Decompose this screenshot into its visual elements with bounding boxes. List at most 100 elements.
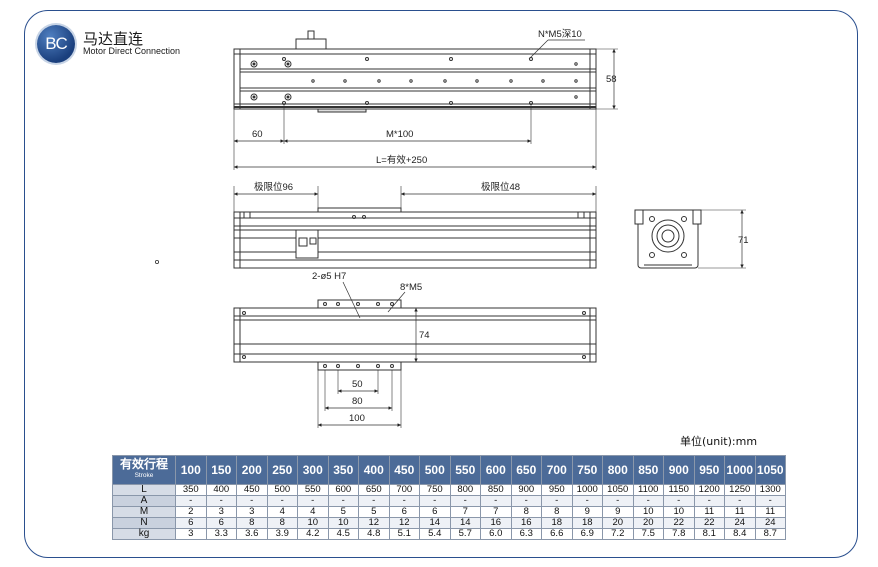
stroke-header-cell: 150 [205,455,237,485]
table-cell: 8.7 [754,528,786,540]
table-cell: 5 [358,506,390,518]
limit-right-label: 极限位48 [481,181,520,193]
brand-title: 马达直连 [83,30,144,48]
row-label: L [112,484,176,496]
row-label: N [112,517,176,529]
table-cell: - [480,495,512,507]
table-cell: 10 [327,517,359,529]
table-cell: 24 [724,517,756,529]
table-cell: 1300 [754,484,786,496]
table-cell: - [602,495,634,507]
table-cell: 450 [236,484,268,496]
stray-mark [154,259,159,264]
table-cell: 10 [663,506,695,518]
table-cell: - [510,495,542,507]
table-cell: 6 [419,506,451,518]
table-cell: 9 [571,506,603,518]
end-view [634,209,746,269]
table-cell: 11 [724,506,756,518]
table-cell: 12 [388,517,420,529]
table-cell: 700 [388,484,420,496]
table-cell: 12 [358,517,390,529]
row-label: M [112,506,176,518]
screw-hole-label: 8*M5 [400,282,422,293]
table-cell: 6.0 [480,528,512,540]
table-cell: 22 [663,517,695,529]
table-cell: 18 [541,517,573,529]
table-cell: - [327,495,359,507]
pitch-dimension: M*100 [386,129,413,140]
table-cell: 500 [266,484,298,496]
limit-left-label: 极限位96 [254,181,293,193]
table-cell: 3.6 [236,528,268,540]
stroke-header-cell: 300 [297,455,329,485]
row-label: kg [112,528,176,540]
stroke-header-cell: 800 [602,455,634,485]
table-cell: 1250 [724,484,756,496]
table-cell: 4 [297,506,329,518]
offset-dimension: 60 [252,129,263,140]
stroke-header-cell: 1000 [724,455,756,485]
stroke-header-cell: 950 [693,455,725,485]
table-cell: 400 [205,484,237,496]
table-cell: 20 [602,517,634,529]
table-cell: - [297,495,329,507]
top-view [233,30,618,170]
table-cell: 850 [480,484,512,496]
table-cell: 22 [693,517,725,529]
table-cell: 2 [175,506,207,518]
table-cell: 3 [236,506,268,518]
stroke-header-cell: 250 [266,455,298,485]
table-cell: 14 [449,517,481,529]
stroke-header-cell: 400 [358,455,390,485]
table-cell: 6.6 [541,528,573,540]
table-cell: 9 [602,506,634,518]
stroke-header-cell: 600 [480,455,512,485]
end-height-dimension: 71 [738,235,749,246]
table-cell: - [358,495,390,507]
table-cell: 3.3 [205,528,237,540]
table-cell: 14 [419,517,451,529]
table-cell: 1000 [571,484,603,496]
length-dimension: L=有效+250 [376,154,427,166]
table-cell: 7.8 [663,528,695,540]
table-cell: 5.1 [388,528,420,540]
table-cell: - [724,495,756,507]
bottom-height-dimension: 74 [419,330,430,341]
table-cell: 350 [175,484,207,496]
table-cell: - [205,495,237,507]
table-row: A-------------------- [112,495,786,507]
stroke-header-cell: 750 [571,455,603,485]
table-cell: 8.1 [693,528,725,540]
table-cell: 10 [632,506,664,518]
stroke-header-cell: 100 [175,455,207,485]
table-cell: 6 [388,506,420,518]
table-cell: 5.7 [449,528,481,540]
stroke-header-cell: 350 [327,455,359,485]
height-dimension: 58 [606,74,617,85]
table-cell: 1100 [632,484,664,496]
table-cell: - [449,495,481,507]
table-cell: 900 [510,484,542,496]
table-cell: 1050 [602,484,634,496]
table-cell: 1150 [663,484,695,496]
table-cell: 7.5 [632,528,664,540]
table-cell: - [693,495,725,507]
brand-subtitle: Motor Direct Connection [83,46,181,56]
pin-hole-label: 2-ø5 H7 [312,271,346,282]
dim-50: 50 [352,379,363,390]
table-cell: - [388,495,420,507]
table-cell: 16 [480,517,512,529]
table-cell: - [236,495,268,507]
table-cell: - [541,495,573,507]
table-cell: 7.2 [602,528,634,540]
table-cell: 11 [693,506,725,518]
table-cell: 16 [510,517,542,529]
